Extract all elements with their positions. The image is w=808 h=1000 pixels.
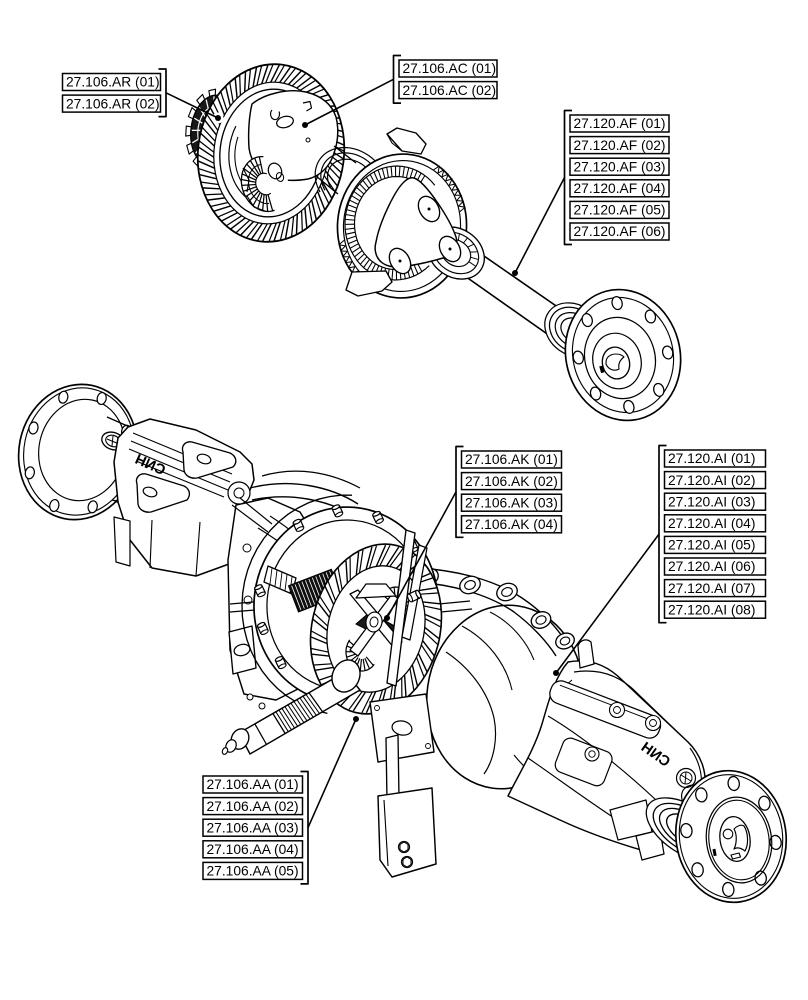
svg-text:27.106.AA (04): 27.106.AA (04) xyxy=(207,842,299,857)
svg-text:27.106.AK (04): 27.106.AK (04) xyxy=(465,517,558,532)
svg-text:27.120.AI (01): 27.120.AI (01) xyxy=(668,451,755,466)
svg-text:27.120.AI (02): 27.120.AI (02) xyxy=(668,473,755,488)
svg-text:27.120.AF (02): 27.120.AF (02) xyxy=(574,138,666,153)
svg-text:27.120.AI (08): 27.120.AI (08) xyxy=(668,602,755,617)
svg-text:27.120.AI (07): 27.120.AI (07) xyxy=(668,581,755,596)
svg-text:27.120.AI (05): 27.120.AI (05) xyxy=(668,538,755,553)
svg-text:27.106.AC (01): 27.106.AC (01) xyxy=(403,61,497,76)
svg-text:27.120.AI (04): 27.120.AI (04) xyxy=(668,516,755,531)
svg-text:27.120.AI (03): 27.120.AI (03) xyxy=(668,494,755,509)
svg-text:27.106.AK (03): 27.106.AK (03) xyxy=(465,495,558,510)
svg-text:27.120.AF (04): 27.120.AF (04) xyxy=(574,181,666,196)
svg-text:27.120.AF (01): 27.120.AF (01) xyxy=(574,116,666,131)
svg-text:27.120.AI (06): 27.120.AI (06) xyxy=(668,559,755,574)
svg-text:27.106.AK (01): 27.106.AK (01) xyxy=(465,452,558,467)
svg-text:27.106.AA (01): 27.106.AA (01) xyxy=(207,777,299,792)
svg-text:27.106.AA (05): 27.106.AA (05) xyxy=(207,864,299,879)
svg-text:27.120.AF (05): 27.120.AF (05) xyxy=(574,203,666,218)
svg-text:27.120.AF (06): 27.120.AF (06) xyxy=(574,224,666,239)
svg-text:27.106.AR (02): 27.106.AR (02) xyxy=(66,96,160,111)
svg-text:27.120.AF (03): 27.120.AF (03) xyxy=(574,159,666,174)
svg-text:27.106.AA (03): 27.106.AA (03) xyxy=(207,820,299,835)
svg-text:27.106.AA (02): 27.106.AA (02) xyxy=(207,799,299,814)
svg-text:27.106.AK (02): 27.106.AK (02) xyxy=(465,474,558,489)
svg-text:27.106.AR (01): 27.106.AR (01) xyxy=(66,75,160,90)
svg-text:27.106.AC (02): 27.106.AC (02) xyxy=(403,83,497,98)
